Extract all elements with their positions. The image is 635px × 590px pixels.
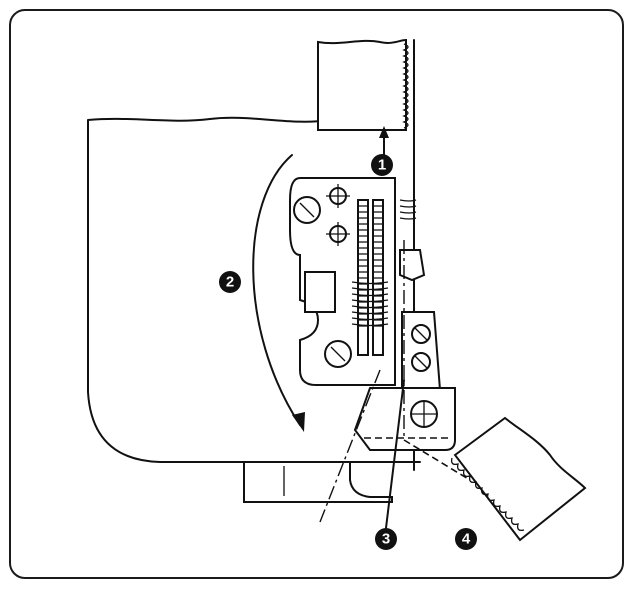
overlock-stitches-bottom [450, 457, 525, 532]
stitch-coil-right [399, 199, 417, 220]
feed-arrowhead [379, 126, 389, 138]
fabric-detached [453, 416, 587, 542]
thread-line-to-4 [403, 439, 471, 481]
callout-3: 3 [375, 528, 397, 550]
right-plate [401, 311, 442, 391]
screw-lower [410, 400, 438, 428]
rotation-arrow [252, 154, 301, 426]
svg-text:3: 3 [382, 531, 390, 548]
overlock-stitches-top [402, 43, 409, 129]
screw-bottom [324, 340, 352, 368]
svg-text:1: 1 [378, 157, 386, 174]
feed-dogs [357, 199, 384, 356]
screw-right-1 [411, 324, 431, 344]
callout-4: 4 [455, 528, 477, 550]
fabric-main [87, 116, 421, 463]
needle-guard [399, 249, 426, 282]
callout-1: 1 [371, 154, 393, 176]
svg-text:2: 2 [226, 274, 234, 291]
screw-top [293, 196, 321, 224]
fabric-top [317, 38, 407, 131]
stitch-coil [351, 281, 389, 327]
feed-slot [304, 271, 336, 313]
bottom-bracket [243, 461, 393, 503]
screw-right-2 [411, 352, 431, 372]
thread-line-diagonal [319, 369, 381, 523]
leader-3 [385, 379, 405, 529]
callout-2: 2 [219, 271, 241, 293]
rotation-arrowhead [292, 412, 305, 432]
svg-text:4: 4 [462, 531, 471, 548]
